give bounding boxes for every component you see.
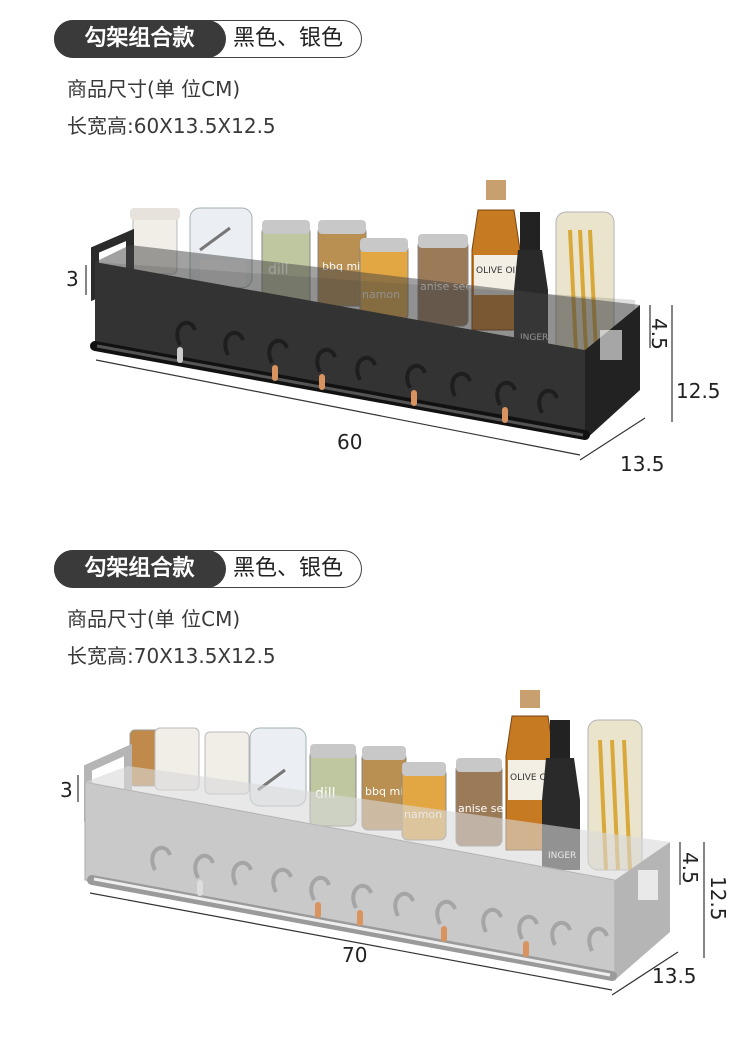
dim-depth: 13.5 [652,964,697,988]
size-value: 长宽高:70X13.5X12.5 [67,644,276,668]
size-label: 商品尺寸(单 位CM) [67,77,241,101]
variant-colors: 黑色、银色 [233,556,344,581]
variant-colors: 黑色、银色 [233,26,344,51]
dimension-lines [85,265,673,461]
rack-black-image: dill bbq mix namon anise seed OLIVE OIL … [85,180,673,461]
dim-rail: 4.5 [647,318,671,350]
olive-oil-label: OLIVE OIL [476,266,520,276]
product-section-silver: 勾架组合款 黑色、银色 商品尺寸(单 位CM) 长宽高:70X13.5X12.5… [0,530,750,1040]
dim-length: 60 [337,430,363,454]
hooks [175,320,559,414]
variant-tag: 勾架组合款 黑色、银色 [53,19,362,58]
rack-body [84,743,670,981]
product-section-black: 勾架组合款 黑色、银色 商品尺寸(单 位CM) 长宽高:60X13.5X12.5… [0,0,750,510]
dim-height-left: 3 [60,778,73,802]
rack-illustration-silver: dill bbq mix namon anise seed OLIVE OIL … [0,680,750,1040]
size-value: 长宽高:60X13.5X12.5 [67,114,276,138]
dim-height: 12.5 [676,379,721,403]
dim-rail: 4.5 [678,852,702,884]
size-label: 商品尺寸(单 位CM) [67,607,241,631]
rack-illustration-black: dill bbq mix namon anise seed OLIVE OIL … [0,150,750,510]
variant-tag-name: 勾架组合款 [53,549,226,588]
dimension-lines [77,775,705,996]
dim-height-left: 3 [66,267,79,291]
bbq-label: bbq mix [365,785,410,798]
variant-tag-name: 勾架组合款 [53,19,226,58]
hook-handles [197,880,529,957]
rack-silver-image: dill bbq mix namon anise seed OLIVE OIL … [77,690,705,996]
variant-tag: 勾架组合款 黑色、银色 [53,549,362,588]
hook-handles [177,347,508,423]
hooks [150,845,609,952]
olive-oil-label: OLIVE OIL [510,773,554,783]
dim-height: 12.5 [706,876,730,921]
rack-body [90,228,640,440]
anise-label: anise seed [458,802,517,815]
dim-depth: 13.5 [620,452,665,476]
dim-length: 70 [342,943,368,967]
